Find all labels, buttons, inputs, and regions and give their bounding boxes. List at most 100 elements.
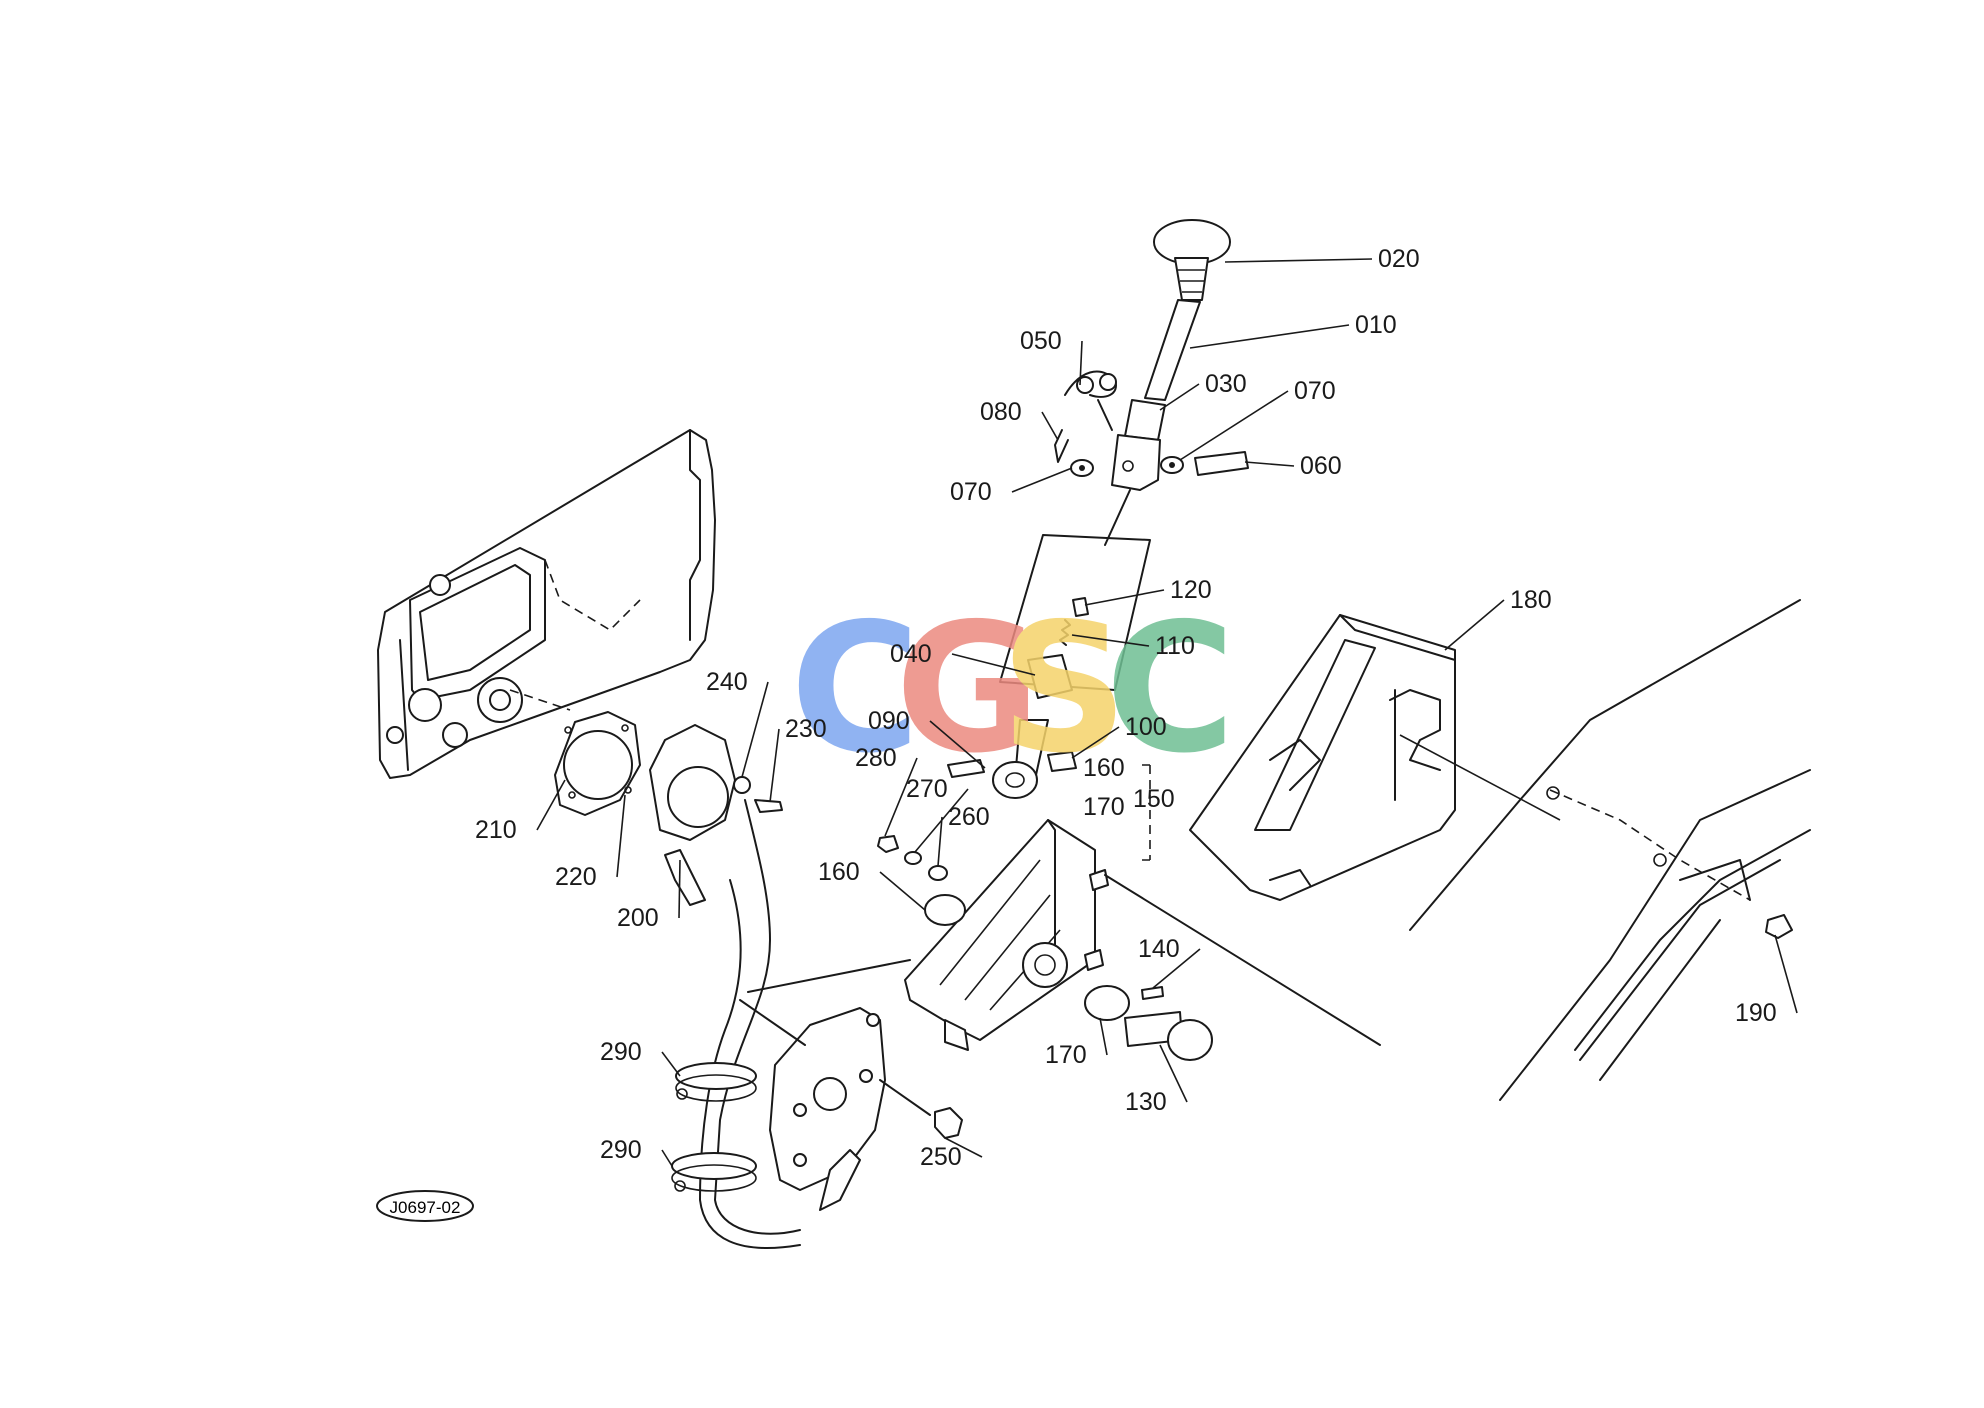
nut-190 [1765,914,1793,939]
spring-050 [1064,370,1117,431]
part-label-180: 180 [1510,586,1552,614]
part-label-020: 020 [1378,245,1420,273]
part-label-240: 240 [706,668,748,696]
leader-line-250 [944,1137,983,1158]
leader-line-210 [536,779,566,831]
leader-line-200 [678,859,681,919]
leader-line-070 [1179,390,1289,461]
leader-line-290 [661,1051,681,1077]
part-label-230: 230 [785,715,827,743]
clamp-290-upper [675,1062,757,1102]
watermark: C G S C [790,585,1236,792]
leader-line-230 [769,728,780,803]
watermark-char-2: G [895,585,1041,792]
shift-lever [1104,219,1231,546]
key-140 [1141,986,1164,1000]
part-label-220: 220 [555,863,597,891]
watermark-char-4: C [1105,585,1236,792]
leader-line-020 [1224,258,1373,263]
part-label-080: 080 [980,398,1022,426]
nut-280 [877,835,899,853]
pin-090 [947,759,985,778]
leader-line-190 [1774,934,1798,1014]
part-label-060: 060 [1300,452,1342,480]
part-label-100: 100 [1125,713,1167,741]
leader-line-180 [1444,599,1505,651]
fender-body [1409,599,1811,1101]
leader-line-120 [1084,589,1165,606]
part-label-050: 050 [1020,327,1062,355]
leader-line-220 [616,794,626,878]
setscrew-120 [1072,597,1089,617]
bushing-160 [924,894,966,926]
leader-line-260 [937,816,943,867]
clamp-290-lower [671,1152,757,1192]
part-label-290: 290 [600,1136,642,1164]
part-label-170: 170 [1083,793,1125,821]
washer-070-right [1160,456,1184,474]
watermark-char-3: S [1000,585,1128,792]
leader-line-160 [879,871,926,911]
part-label-140: 140 [1138,935,1180,963]
leader-line-050 [1079,340,1083,386]
leader-line-240 [741,681,769,778]
leader-line-140 [1152,948,1201,989]
gear-cover [739,959,911,1211]
leader-line-030 [1159,383,1200,411]
bolt-250 [879,1079,963,1139]
part-label-170: 170 [1045,1041,1087,1069]
bracket-150 [904,764,1381,1051]
watermark-char-1: C [790,585,921,792]
part-label-040: 040 [890,640,932,668]
part-label-200: 200 [617,904,659,932]
part-label-030: 030 [1205,370,1247,398]
leader-line-060 [1244,461,1295,467]
washer-270 [904,851,922,865]
part-label-160: 160 [1083,754,1125,782]
switch-200 [649,724,801,1249]
detail-frame [999,534,1151,699]
leader-line-070 [1011,467,1073,493]
leader-line-100 [1071,726,1120,759]
gasket-210 [554,711,641,816]
pin-100 [1047,751,1077,772]
leader-line-090 [929,720,986,769]
part-label-250: 250 [920,1143,962,1171]
part-label-270: 270 [906,775,948,803]
drawing-code: J0697-02 [390,1198,461,1217]
cover-link-line [1399,734,1561,821]
pin-060 [1194,451,1249,476]
washer-260 [928,865,948,881]
part-label-290: 290 [600,1038,642,1066]
part-label-010: 010 [1355,311,1397,339]
block-040 [1027,654,1073,699]
bushing-170 [1084,985,1130,1021]
leader-line-080 [1041,411,1059,441]
part-label-150: 150 [1133,785,1175,813]
leader-line-040 [951,653,1036,676]
part-label-190: 190 [1735,999,1777,1027]
cover-180 [1189,614,1456,901]
part-label-110: 110 [1155,632,1195,660]
shaft-130 [1124,1011,1213,1061]
leader-line-010 [1189,324,1350,349]
transmission-housing [377,429,716,779]
part-label-130: 130 [1125,1088,1167,1116]
part-label-090: 090 [868,707,910,735]
part-label-210: 210 [475,816,517,844]
part-label-070: 070 [1294,377,1336,405]
bushing-lever [992,761,1038,799]
pin-080 [1054,429,1069,463]
leader-line-130 [1159,1044,1188,1103]
part-label-160: 160 [818,858,860,886]
leader-line-280 [884,757,918,837]
bolt-230 [754,799,783,813]
leader-line-290 [661,1149,673,1167]
spring-110 [1059,619,1071,646]
leader-line-110 [1071,634,1150,647]
washer-240 [733,776,751,794]
part-label-070: 070 [950,478,992,506]
